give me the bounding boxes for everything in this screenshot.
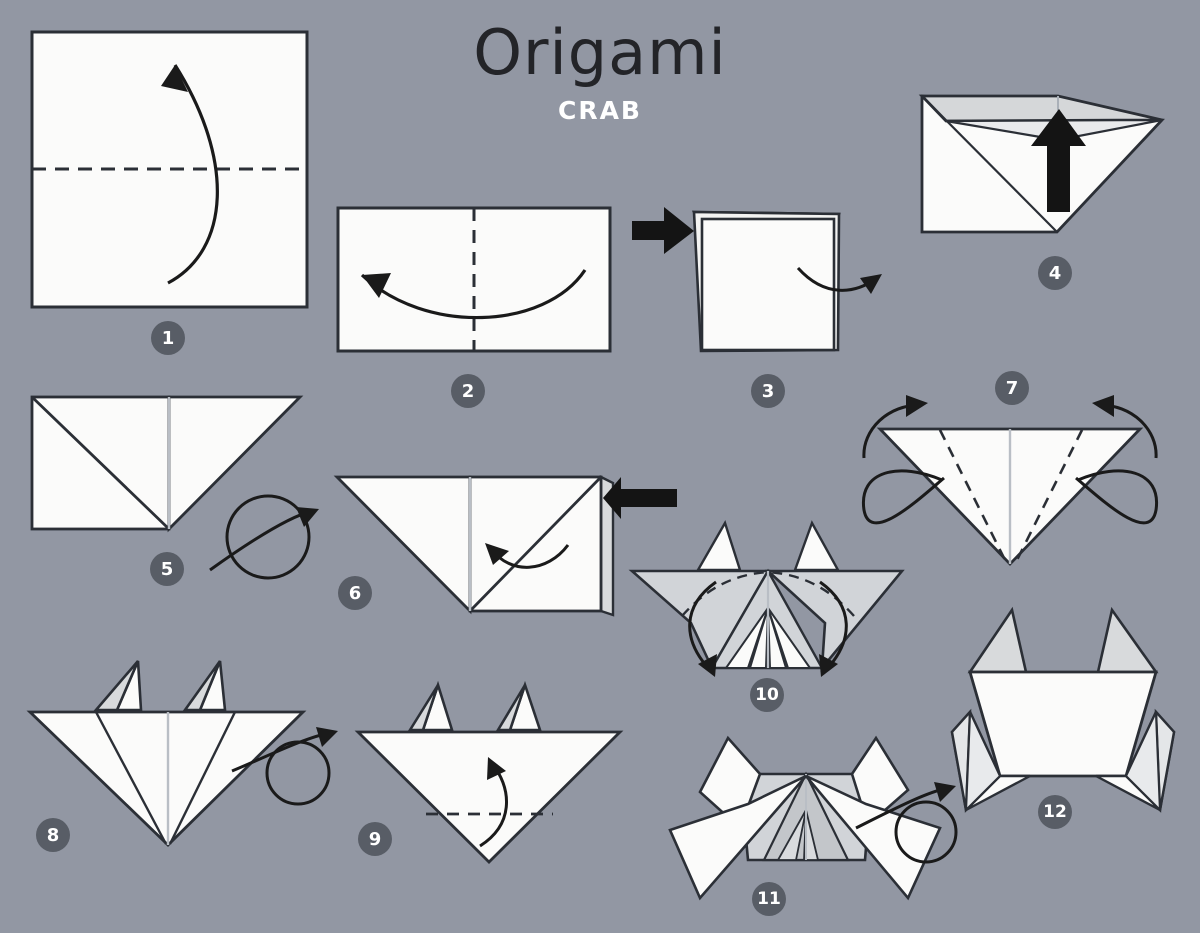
step-badge-5: 5 [150,552,184,586]
step-9-figure [350,675,640,875]
page-subtitle: CRAB [557,96,642,125]
step-badge-8: 8 [36,818,70,852]
step-11-figure [660,720,958,910]
step-5-figure [20,385,340,585]
title-block: Origami CRAB [420,16,780,125]
step-badge-3: 3 [751,374,785,408]
step-12-figure [930,600,1200,830]
step-badge-10: 10 [750,678,784,712]
step-6-figure [325,465,695,645]
step-1-figure [20,20,320,320]
step-badge-9: 9 [358,822,392,856]
step-badge-6: 6 [338,576,372,610]
step-badge-4: 4 [1038,256,1072,290]
step-2-figure [335,200,620,360]
step-7-figure [840,390,1180,580]
step-badge-11: 11 [752,882,786,916]
page-title: Origami [473,16,727,89]
step-3-figure [620,190,920,370]
step-4-figure [900,80,1170,270]
step-badge-1: 1 [151,321,185,355]
step-badge-7: 7 [995,371,1029,405]
step-8-figure [20,660,360,880]
step-badge-12: 12 [1038,795,1072,829]
step-10-figure [620,520,910,700]
step-badge-2: 2 [451,374,485,408]
